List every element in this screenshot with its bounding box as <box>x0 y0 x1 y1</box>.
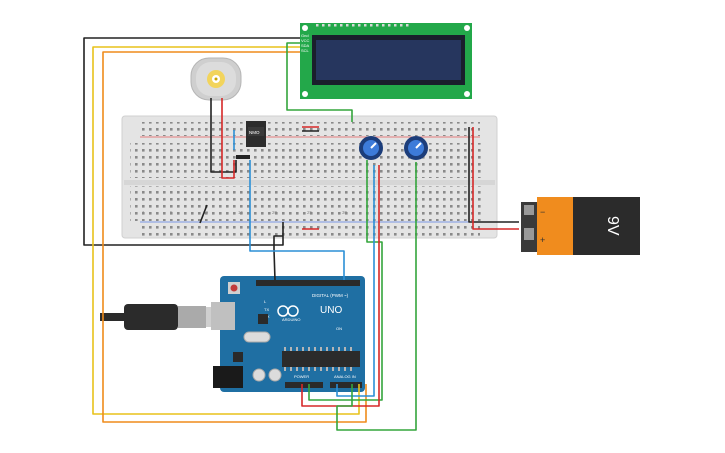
lcd-pin-scl: SCL <box>301 48 310 53</box>
breadboard-top-terminals[interactable] <box>130 143 485 178</box>
wire-black-motor[interactable] <box>210 98 237 173</box>
wire-black-battery[interactable] <box>468 127 519 223</box>
battery-positive-sign: + <box>540 235 545 245</box>
column-number: 15 <box>238 210 244 215</box>
wire-green-pot2[interactable] <box>336 162 417 431</box>
column-number: 1 <box>142 210 145 215</box>
power-label: POWER <box>294 374 309 379</box>
wire-red-motor[interactable] <box>221 98 235 179</box>
wire-red-battery[interactable] <box>472 127 519 230</box>
arduino-usb-port[interactable] <box>211 302 235 330</box>
atmega-chip <box>282 351 360 367</box>
analog-label: ANALOG IN <box>334 374 356 379</box>
reset-button[interactable] <box>230 284 238 292</box>
column-number: 30 <box>342 210 348 215</box>
lcd-display[interactable]: Gnd VCC SDA SCL <box>300 23 472 99</box>
column-number: 10 <box>203 210 209 215</box>
wire-blue-gate-arduino[interactable] <box>249 160 345 280</box>
potentiometer-2[interactable] <box>404 136 428 160</box>
lcd-pin-sda: SDA <box>301 43 310 48</box>
digital-header[interactable] <box>256 280 360 286</box>
arduino-uno[interactable]: DIGITAL (PWM ~) ARDUINO UNO L TX RX ON <box>211 276 365 392</box>
battery-9v[interactable]: 9V − + <box>521 197 640 255</box>
lcd-pin-vcc: VCC <box>301 38 310 43</box>
wire-blue-pot1[interactable] <box>336 165 375 397</box>
column-number: 25 <box>307 210 313 215</box>
wire-black-breadboard-gnd[interactable] <box>273 235 283 281</box>
dc-motor[interactable] <box>190 57 242 101</box>
wire-black-jumper[interactable] <box>199 204 208 224</box>
wire-black-gnd-loop[interactable] <box>83 37 300 246</box>
power-header[interactable] <box>285 382 323 388</box>
arduino-power-jack[interactable] <box>213 366 243 388</box>
transistor-label: NMO <box>249 130 260 135</box>
lcd-pin-gnd: Gnd <box>301 33 309 38</box>
column-number: 5 <box>170 210 173 215</box>
usb-cable[interactable] <box>100 304 218 330</box>
wire-yellow-sda[interactable] <box>92 46 360 415</box>
battery-label: 9V <box>604 216 621 236</box>
analog-header[interactable] <box>330 382 362 388</box>
arduino-model: UNO <box>320 305 342 316</box>
breadboard[interactable]: 1 5 10 15 20 25 30 <box>121 115 498 239</box>
column-number: 20 <box>272 210 278 215</box>
tx-label: TX <box>264 307 269 312</box>
potentiometer-1[interactable] <box>359 136 383 160</box>
battery-negative-sign: − <box>540 207 545 217</box>
on-label: ON <box>336 326 342 331</box>
arduino-brand: ARDUINO <box>282 317 300 322</box>
breadboard-bottom-terminals[interactable] <box>130 186 485 221</box>
wire-orange-scl[interactable] <box>102 51 367 423</box>
top-power-rail[interactable] <box>140 122 480 136</box>
digital-label: DIGITAL (PWM ~) <box>312 293 349 298</box>
l-label: L <box>264 299 267 304</box>
wire-green-lcd-vcc[interactable] <box>286 42 353 122</box>
lcd-screen <box>316 40 461 80</box>
mosfet-transistor[interactable]: NMO <box>236 121 266 159</box>
wire-green-pot1[interactable] <box>308 160 383 401</box>
